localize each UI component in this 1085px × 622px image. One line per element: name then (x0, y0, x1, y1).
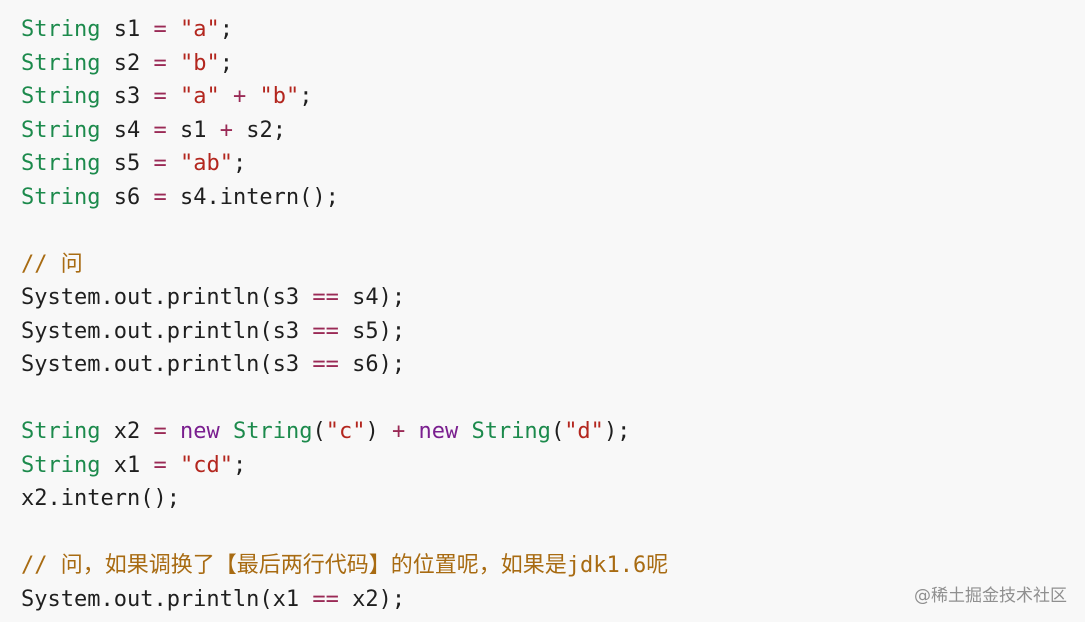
code-token-str: "b" (179, 50, 220, 76)
code-token-plain: s2; (232, 117, 286, 143)
code-token-type: String (21, 419, 101, 444)
code-token-type: String (21, 84, 101, 109)
code-token-op: + (219, 117, 233, 143)
code-token-plain: s4 (100, 117, 154, 143)
code-token-plain: s5 (100, 151, 154, 176)
code-token-op: = (153, 117, 167, 143)
code-token-cmt: // 问，如果调换了【最后两行代码】的位置呢，如果是jdk1.6呢 (21, 553, 669, 578)
code-token-plain: ; (232, 151, 247, 176)
code-block: String s1 = "a";String s2 = "b";String s… (21, 13, 668, 616)
code-line: x2.intern(); (21, 482, 668, 516)
code-line: // 问 (21, 248, 668, 282)
code-token-plain (167, 419, 180, 444)
code-token-plain: s4); (338, 285, 406, 310)
code-token-type: String (21, 452, 101, 478)
code-token-plain (246, 84, 259, 109)
code-token-type: String (21, 50, 101, 76)
code-token-op: + (232, 84, 247, 109)
code-token-op: == (312, 586, 339, 612)
code-line: String s5 = "ab"; (21, 147, 668, 181)
code-token-plain (220, 84, 233, 109)
code-token-plain: x2.intern(); (21, 486, 180, 511)
code-token-plain: System.out.println(x1 (21, 586, 313, 612)
code-token-op: = (153, 17, 167, 42)
code-token-str: "cd" (179, 452, 233, 478)
code-token-plain: s4.intern(); (166, 184, 339, 210)
code-token-plain: ) (365, 419, 392, 444)
code-token-plain (405, 419, 418, 444)
code-line (21, 214, 668, 248)
code-token-plain: x2); (338, 586, 406, 612)
code-line (21, 382, 668, 416)
code-line: String x1 = "cd"; (21, 449, 668, 483)
code-token-type: String (471, 419, 551, 444)
code-line: System.out.println(s3 == s6); (21, 348, 668, 382)
code-line: System.out.println(x1 == x2); (21, 583, 668, 617)
code-token-plain (167, 51, 180, 76)
code-token-plain: ; (299, 84, 313, 109)
code-token-plain: x1 (100, 452, 154, 478)
code-line: String s1 = "a"; (21, 13, 668, 47)
code-token-op: = (153, 84, 167, 109)
code-token-plain: s2 (100, 50, 154, 76)
code-token-cmt: // 问 (21, 251, 83, 277)
code-line: System.out.println(s3 == s4); (21, 281, 668, 315)
code-line: String s4 = s1 + s2; (21, 114, 668, 148)
code-line: String s2 = "b"; (21, 47, 668, 81)
code-line: // 问，如果调换了【最后两行代码】的位置呢，如果是jdk1.6呢 (21, 549, 668, 583)
code-token-type: String (21, 17, 101, 42)
code-token-op: = (153, 184, 167, 210)
code-token-plain: ; (219, 50, 233, 76)
code-line: System.out.println(s3 == s5); (21, 315, 668, 349)
code-token-str: "ab" (179, 151, 233, 176)
code-token-op: = (153, 50, 167, 76)
code-token-type: String (232, 419, 313, 444)
code-token-op: = (153, 452, 167, 478)
code-token-type: String (21, 151, 101, 176)
code-token-plain (167, 453, 180, 478)
code-token-plain: s1 (100, 17, 154, 42)
watermark: @稀土掘金技术社区 (914, 586, 1067, 606)
code-token-op: == (312, 318, 339, 344)
code-token-str: "a" (179, 84, 220, 109)
code-token-plain: s1 (166, 117, 220, 143)
code-token-str: "a" (179, 17, 220, 42)
code-token-type: String (21, 184, 101, 210)
code-token-plain: s6 (100, 184, 154, 210)
code-line (21, 516, 668, 550)
code-token-plain (220, 419, 233, 444)
code-token-plain: System.out.println(s3 (21, 318, 313, 344)
code-token-op: == (312, 352, 339, 377)
code-line: String s3 = "a" + "b"; (21, 80, 668, 114)
code-token-op: == (312, 285, 339, 310)
code-token-plain: ; (232, 452, 247, 478)
code-token-plain: s5); (338, 318, 406, 344)
code-token-plain: ( (550, 419, 565, 444)
code-token-op: + (391, 419, 406, 444)
code-token-plain (167, 17, 180, 42)
code-token-plain: ); (603, 419, 631, 444)
code-token-str: "b" (259, 84, 300, 109)
code-token-op: = (153, 151, 167, 176)
code-token-str: "c" (325, 419, 366, 444)
code-token-op: = (153, 419, 167, 444)
code-token-plain: System.out.println(s3 (21, 285, 313, 310)
code-token-plain: ( (312, 419, 326, 444)
code-token-str: "d" (564, 419, 604, 444)
code-token-plain (167, 151, 180, 176)
code-token-type: String (21, 117, 101, 143)
code-token-plain: s3 (100, 84, 154, 109)
code-line: String s6 = s4.intern(); (21, 181, 668, 215)
code-token-plain: System.out.println(s3 (21, 352, 313, 377)
code-token-plain: ; (219, 17, 233, 42)
code-token-plain: s6); (338, 352, 406, 377)
code-token-plain: x2 (100, 419, 154, 444)
code-line: String x2 = new String("c") + new String… (21, 415, 668, 449)
code-token-plain (458, 419, 471, 444)
code-token-kw: new (418, 419, 459, 444)
code-token-kw: new (179, 419, 220, 444)
code-token-plain (167, 84, 180, 109)
